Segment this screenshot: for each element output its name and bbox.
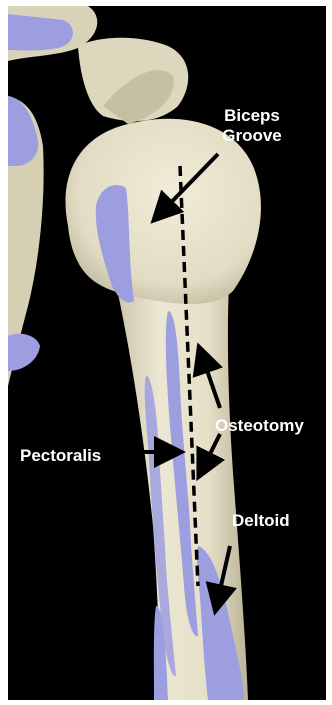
osteotomy-label: Osteotomy: [215, 416, 304, 436]
pectoralis-label: Pectoralis: [20, 446, 101, 466]
biceps-groove-label: Biceps Groove: [204, 106, 300, 146]
deltoid-label: Deltoid: [232, 511, 290, 531]
humerus-anatomy-figure: Biceps Groove Osteotomy Pectoralis Delto…: [8, 6, 326, 700]
biceps-groove-label-line2: Groove: [204, 126, 300, 146]
biceps-groove-label-line1: Biceps: [204, 106, 300, 126]
